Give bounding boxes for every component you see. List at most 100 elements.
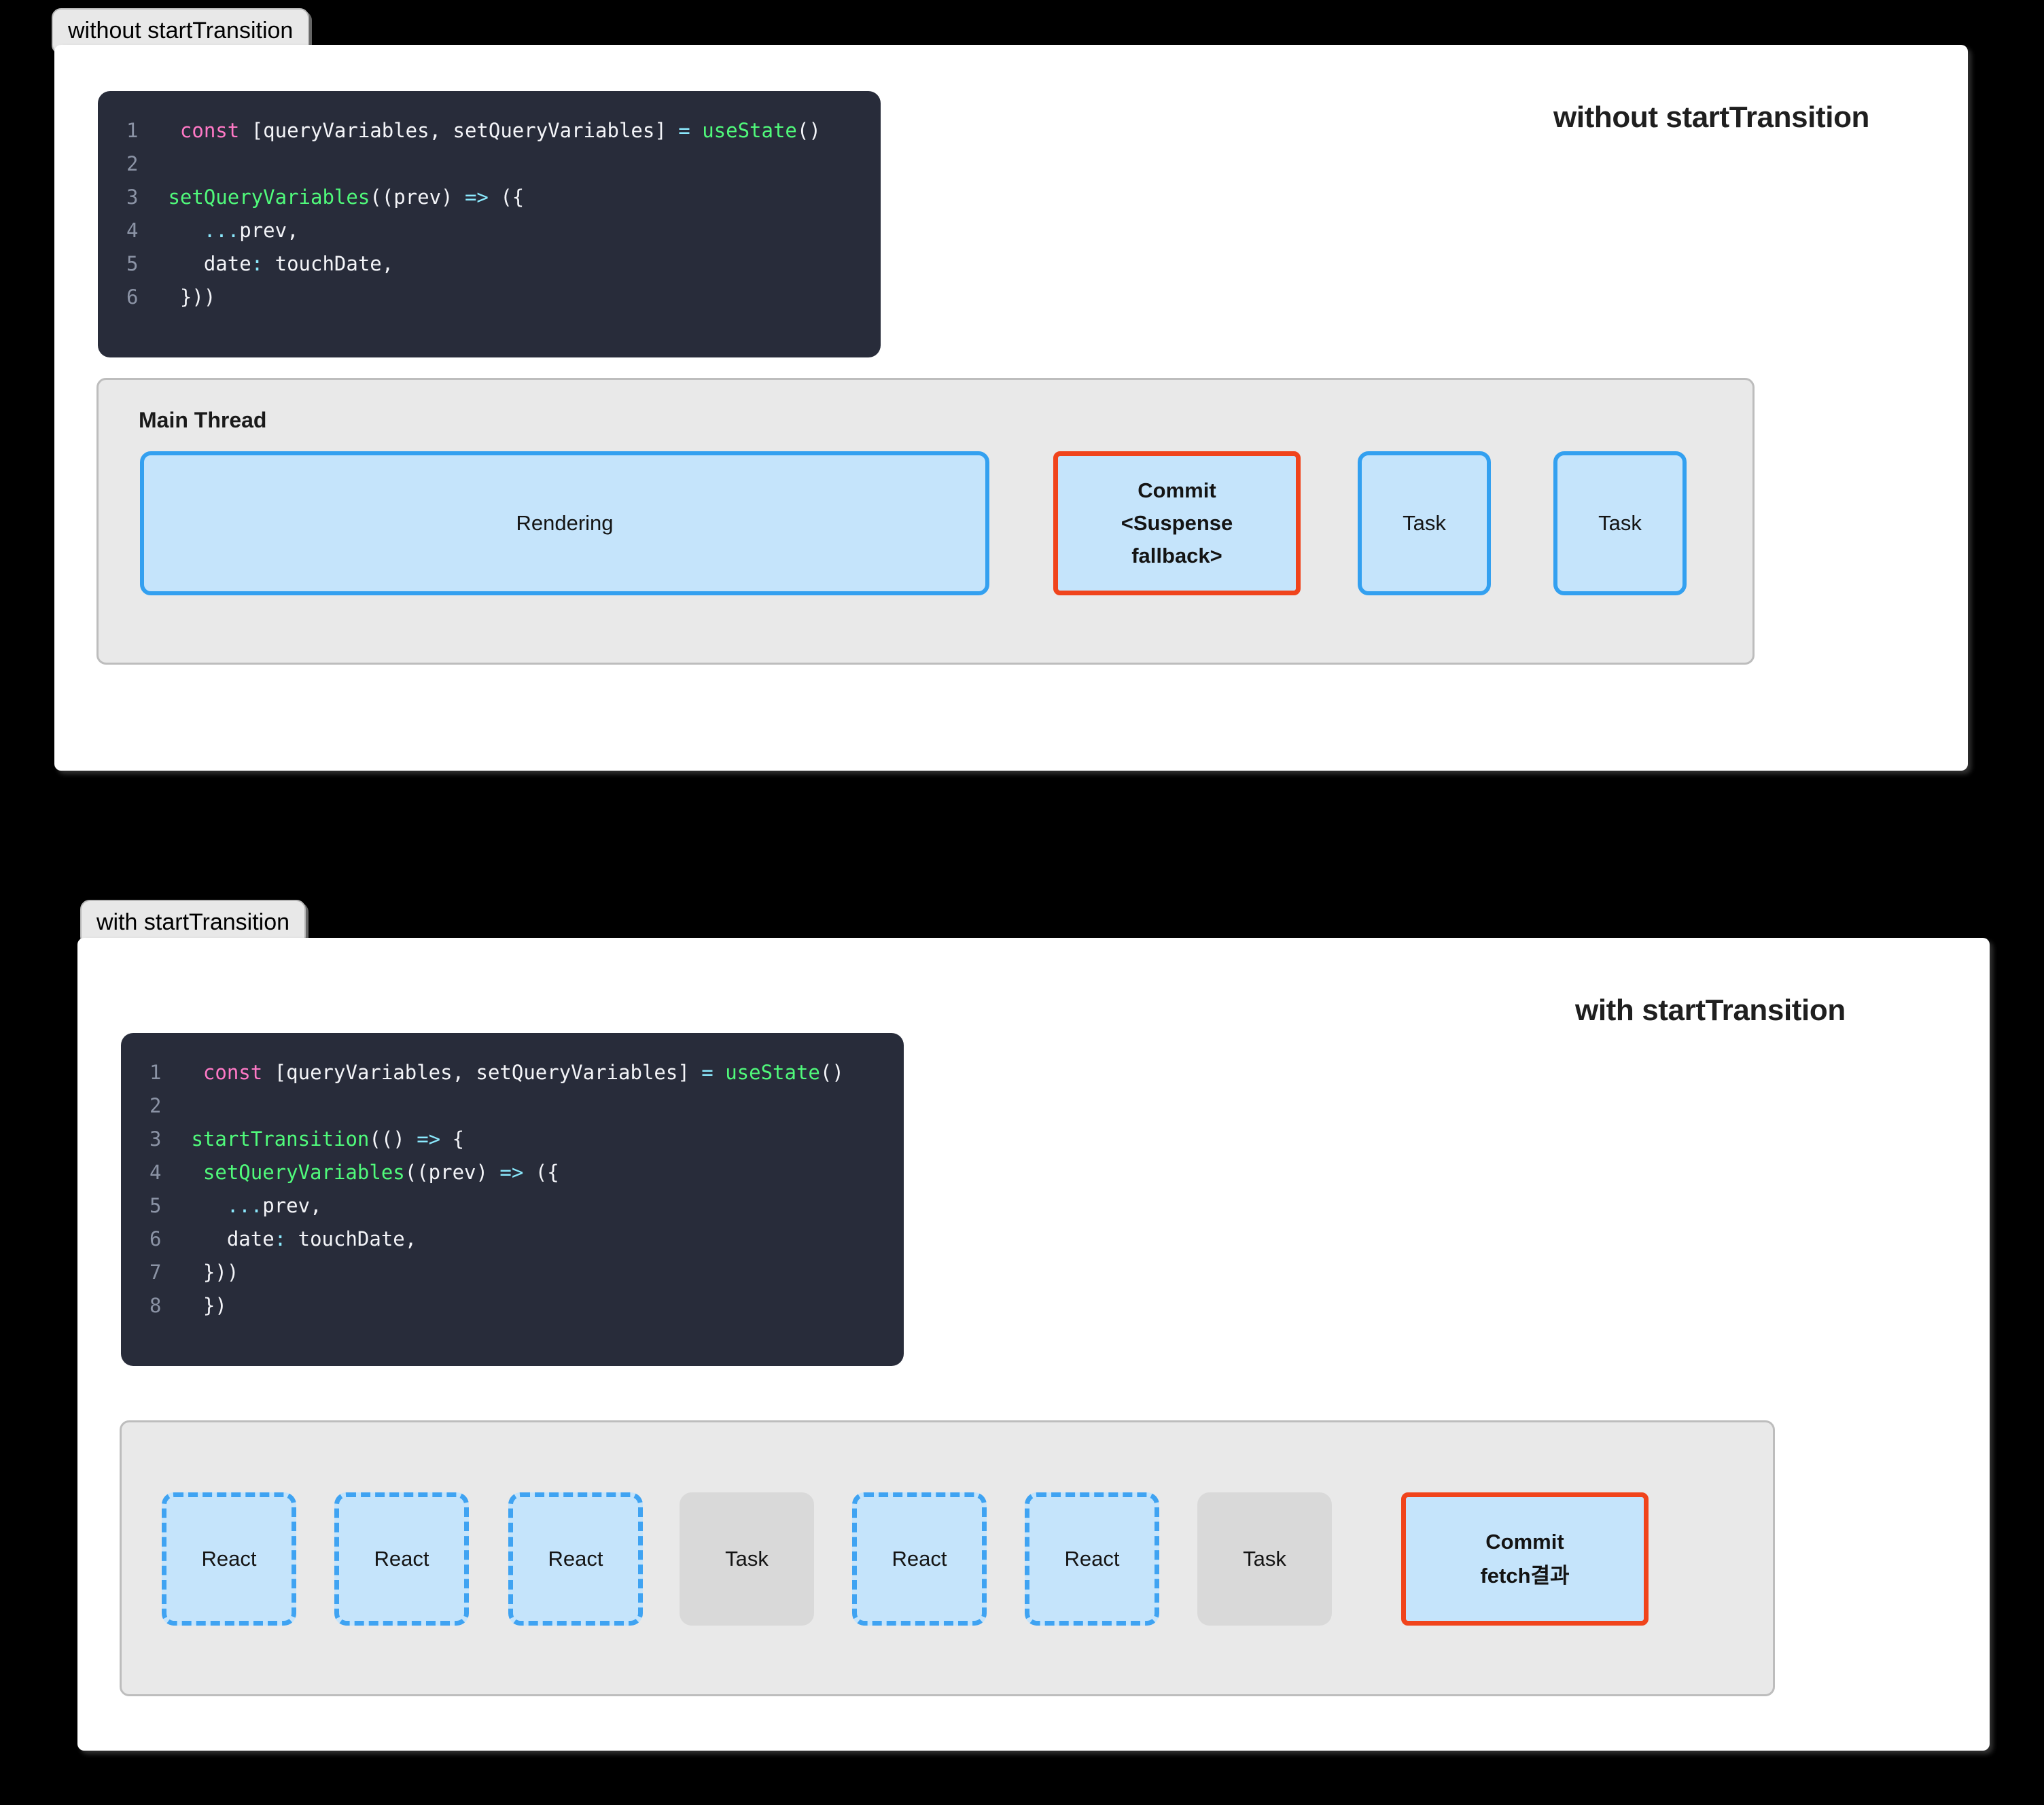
timeline-block-rendering[interactable]: Rendering	[140, 451, 989, 595]
code-token: (()	[369, 1127, 417, 1151]
code-line: 2	[114, 147, 860, 181]
code-line-text: setQueryVariables((prev) => ({	[156, 181, 860, 214]
code-line-text: date: touchDate,	[179, 1223, 883, 1256]
timeline-block-task-4[interactable]: Task	[1197, 1492, 1332, 1626]
code-line-text: startTransition(() => {	[179, 1123, 883, 1156]
timeline-block-label: React	[892, 1547, 947, 1571]
code-line-number: 7	[137, 1256, 179, 1289]
code-line-text: ...prev,	[179, 1189, 883, 1223]
code-token: ...	[227, 1194, 262, 1217]
code-block-without-start-transition: 1 const [queryVariables, setQueryVariabl…	[98, 91, 881, 357]
code-line-number: 8	[137, 1289, 179, 1322]
timeline-block-task-1[interactable]: Task	[1358, 451, 1491, 595]
main-thread-label-without: Main Thread	[139, 408, 266, 433]
code-line-text: date: touchDate,	[156, 247, 860, 281]
code-token: prev,	[239, 219, 298, 242]
code-token: }))	[179, 1261, 239, 1284]
code-token: [queryVariables, setQueryVariables]	[239, 119, 678, 142]
timeline-block-label: Task	[1403, 511, 1446, 536]
code-token: })	[179, 1294, 227, 1317]
code-line: 1 const [queryVariables, setQueryVariabl…	[114, 114, 860, 147]
code-line: 2	[137, 1089, 883, 1123]
code-token	[179, 1061, 203, 1084]
code-token: const	[180, 119, 239, 142]
code-token: date	[179, 1227, 275, 1250]
code-line-text: const [queryVariables, setQueryVariables…	[179, 1056, 883, 1089]
code-token: =>	[465, 186, 489, 209]
code-line-text: ...prev,	[156, 214, 860, 247]
timeline-block-label: React	[374, 1547, 429, 1571]
code-token: =>	[499, 1161, 523, 1184]
code-line-text: })	[179, 1289, 883, 1322]
code-token: ()	[797, 119, 821, 142]
code-line-number: 5	[114, 247, 156, 281]
code-line-number: 6	[137, 1223, 179, 1256]
timeline-block-react-1[interactable]: React	[162, 1492, 296, 1626]
code-line-number: 3	[137, 1123, 179, 1156]
code-line: 5 ...prev,	[137, 1189, 883, 1223]
code-line: 5 date: touchDate,	[114, 247, 860, 281]
code-token: }))	[156, 285, 215, 309]
code-token: touchDate,	[286, 1227, 417, 1250]
timeline-block-label: Rendering	[516, 511, 613, 536]
code-token: :	[251, 252, 263, 275]
timeline-block-react-3[interactable]: React	[508, 1492, 643, 1626]
code-token: =	[701, 1061, 713, 1084]
code-line: 6 date: touchDate,	[137, 1223, 883, 1256]
timeline-block-label: React	[1065, 1547, 1120, 1571]
code-line-number: 6	[114, 281, 156, 314]
timeline-block-label: Task	[1598, 511, 1642, 536]
code-line-number: 3	[114, 181, 156, 214]
code-token: useState	[702, 119, 797, 142]
code-line-text: }))	[179, 1256, 883, 1289]
timeline-block-task-2[interactable]: Task	[1553, 451, 1687, 595]
code-token: useState	[725, 1061, 820, 1084]
timeline-block-react-2[interactable]: React	[334, 1492, 469, 1626]
code-token: touchDate,	[263, 252, 393, 275]
code-line: 3 setQueryVariables((prev) => ({	[114, 181, 860, 214]
code-token: ((prev)	[370, 186, 465, 209]
code-token: setQueryVariables	[168, 186, 370, 209]
code-token: date	[156, 252, 251, 275]
code-token: ({	[489, 186, 524, 209]
code-token: ...	[204, 219, 239, 242]
code-token: [queryVariables, setQueryVariables]	[262, 1061, 701, 1084]
code-token	[179, 1127, 191, 1151]
code-block-with-start-transition: 1 const [queryVariables, setQueryVariabl…	[121, 1033, 904, 1366]
code-line: 7 }))	[137, 1256, 883, 1289]
code-token: ({	[523, 1161, 559, 1184]
code-line-number: 4	[114, 214, 156, 247]
panel-heading-with: with startTransition	[1575, 994, 1846, 1028]
code-line-number: 1	[137, 1056, 179, 1089]
timeline-block-label: React	[548, 1547, 603, 1571]
code-token	[690, 119, 702, 142]
code-token	[179, 1194, 227, 1217]
code-line: 8 })	[137, 1289, 883, 1322]
timeline-block-task-3[interactable]: Task	[680, 1492, 814, 1626]
timeline-block-label: Task	[725, 1547, 769, 1571]
code-token: ()	[820, 1061, 844, 1084]
timeline-block-commit-fetch-result[interactable]: Commit fetch결과	[1401, 1492, 1649, 1626]
timeline-block-react-5[interactable]: React	[1025, 1492, 1159, 1626]
timeline-block-react-4[interactable]: React	[852, 1492, 987, 1626]
code-token: const	[203, 1061, 262, 1084]
code-token: ((prev)	[405, 1161, 500, 1184]
code-token: =>	[417, 1127, 440, 1151]
code-line: 1 const [queryVariables, setQueryVariabl…	[137, 1056, 883, 1089]
code-line: 3 startTransition(() => {	[137, 1123, 883, 1156]
panel-heading-without: without startTransition	[1553, 101, 1869, 135]
code-token	[156, 119, 180, 142]
timeline-block-label: Commit <Suspense fallback>	[1121, 474, 1233, 572]
code-token: prev,	[262, 1194, 321, 1217]
code-token	[156, 219, 204, 242]
code-line-number: 5	[137, 1189, 179, 1223]
code-line: 4 ...prev,	[114, 214, 860, 247]
code-line: 6 }))	[114, 281, 860, 314]
timeline-block-commit-suspense-fallback[interactable]: Commit <Suspense fallback>	[1053, 451, 1301, 595]
timeline-block-label: React	[202, 1547, 257, 1571]
code-token: {	[440, 1127, 464, 1151]
code-line-number: 2	[137, 1089, 179, 1123]
code-token: setQueryVariables	[203, 1161, 405, 1184]
code-line-number: 2	[114, 147, 156, 181]
code-token: =	[678, 119, 690, 142]
